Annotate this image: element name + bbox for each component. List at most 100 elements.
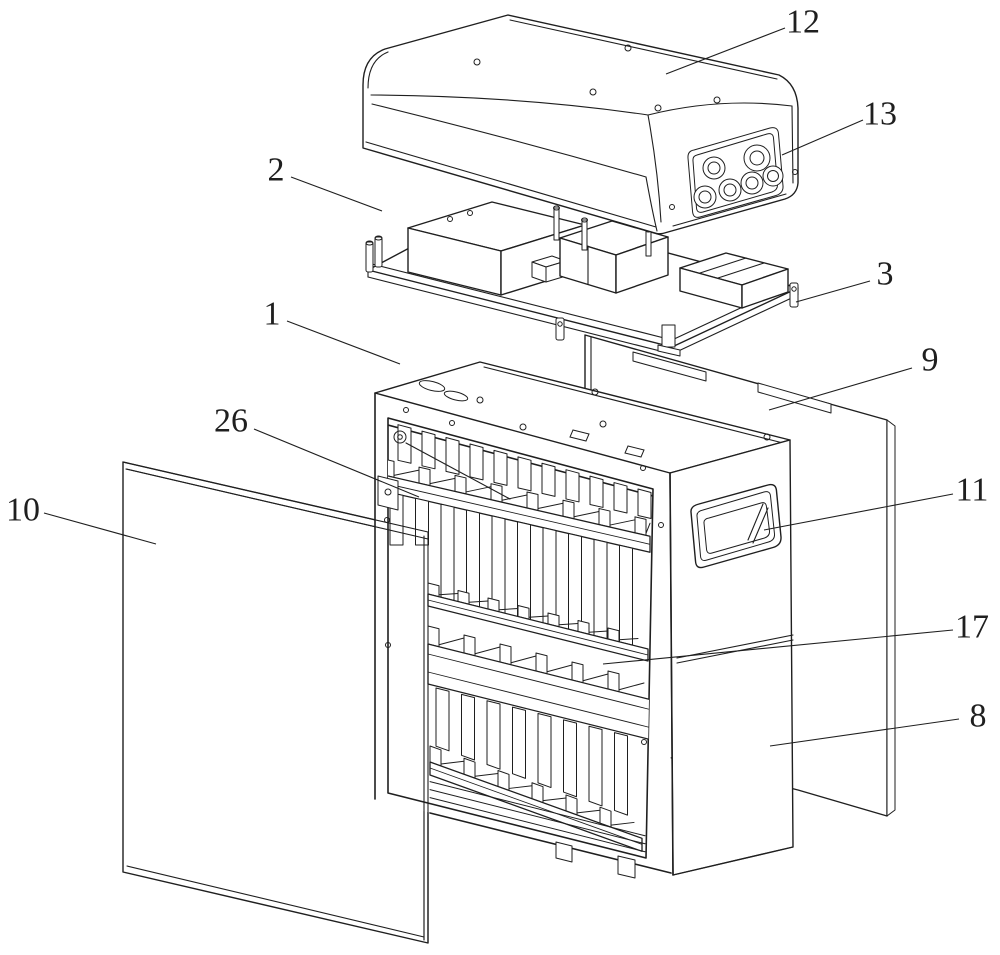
part-label-26: 26 [214,403,248,440]
battery-cell-slat [564,720,577,797]
brace-diagonal [547,665,572,672]
battery-cell-slat [543,528,556,626]
brace-diagonal [619,639,638,640]
brace-diagonal [509,786,532,789]
brace-diagonal [611,822,634,825]
leader-line-11 [764,494,953,530]
top-cover [363,15,798,234]
brace-diagonal [511,656,536,663]
brace-diagonal [466,487,491,492]
tray-bracket [658,325,680,356]
part-label-12: 12 [786,4,820,41]
upper-cell-slat [494,450,507,485]
base-sill-line [430,790,645,844]
brace-diagonal [543,798,566,801]
brace-diagonal [583,674,608,681]
leader-line-3 [796,281,870,302]
battery-cell-slat [513,707,526,778]
leader-line-2 [291,177,382,211]
panel-slot [633,352,706,381]
brace-diagonal [430,478,455,483]
cable-glands [694,145,783,208]
brace-diagonal [499,609,518,610]
leader-line-13 [782,120,863,155]
battery-cell-slat [620,545,633,645]
upper-cell-slat [446,438,459,475]
panel-slot [758,383,831,413]
battery-cell-slat [492,516,505,613]
part-label-11: 11 [956,472,989,509]
brace-diagonal [559,624,578,625]
battery-stack [383,425,653,852]
leader-line-12 [666,28,785,74]
brace-diagonal [646,523,650,533]
part-label-2: 2 [268,152,285,189]
brace-diagonal [475,647,500,654]
upper-cell-slat [614,483,627,513]
battery-housing [375,362,793,878]
tray-pins [554,206,652,256]
brace-diagonal [589,631,608,632]
brace-diagonal [538,503,563,508]
battery-cell-slat [538,714,551,788]
leader-line-1 [287,321,400,364]
upper-cell-slat [398,425,411,464]
upper-cell-slat [470,444,483,480]
mounting-tray [366,202,798,356]
upper-cell-slat [422,431,435,469]
upper-cell-slat [590,476,603,507]
battery-cell-slat [436,688,449,751]
leader-line-8 [770,719,959,746]
brace-diagonal [574,512,599,517]
battery-cell-slat [462,694,475,760]
middle-rail-brace [428,626,439,647]
part-label-8: 8 [970,698,987,735]
rail-line [383,483,650,544]
part-label-17: 17 [955,609,989,646]
battery-cell-slat [441,504,454,600]
carrying-handle [691,485,781,568]
tray-box-right [680,253,788,308]
battery-cell-slat [594,539,607,638]
middle-rail-brace [536,653,547,674]
brace-diagonal [529,616,548,617]
part-label-13: 13 [863,96,897,133]
brace-diagonal [502,495,527,500]
sheet-tab [570,430,589,441]
upper-cell-slat [542,463,555,496]
middle-rail-brace [572,662,583,683]
rail-line [428,600,648,655]
rail-line [430,768,642,844]
upper-rail-end [378,431,510,510]
battery-cell-slat [569,534,582,633]
brace-diagonal [441,761,464,764]
brace-diagonal [619,683,644,690]
rail-line [428,672,650,728]
leader-line-9 [769,368,912,410]
leader-line-17 [603,630,953,664]
rail-line [428,654,650,710]
brace-diagonal [439,594,458,595]
brace-diagonal [475,773,498,776]
front-panel-edge-overlay [123,462,428,943]
upper-cell-slat [566,470,579,502]
housing-foot [556,842,572,862]
part-label-3: 3 [877,256,894,293]
part-label-10: 10 [6,492,40,529]
base-sill-line [430,782,645,836]
housing-right-face [670,440,793,875]
middle-rail-brace [500,644,511,665]
brace-diagonal [610,520,635,525]
middle-rail-brace [464,635,475,656]
brace-diagonal [439,638,464,645]
leader-line-10 [44,513,156,544]
brace-diagonal [577,810,600,813]
leader-line-26 [254,429,419,497]
battery-cell-slat [467,510,480,607]
cable-gland-panel [670,128,798,218]
sheet-tab [625,446,644,457]
brace-diagonal [469,601,488,602]
